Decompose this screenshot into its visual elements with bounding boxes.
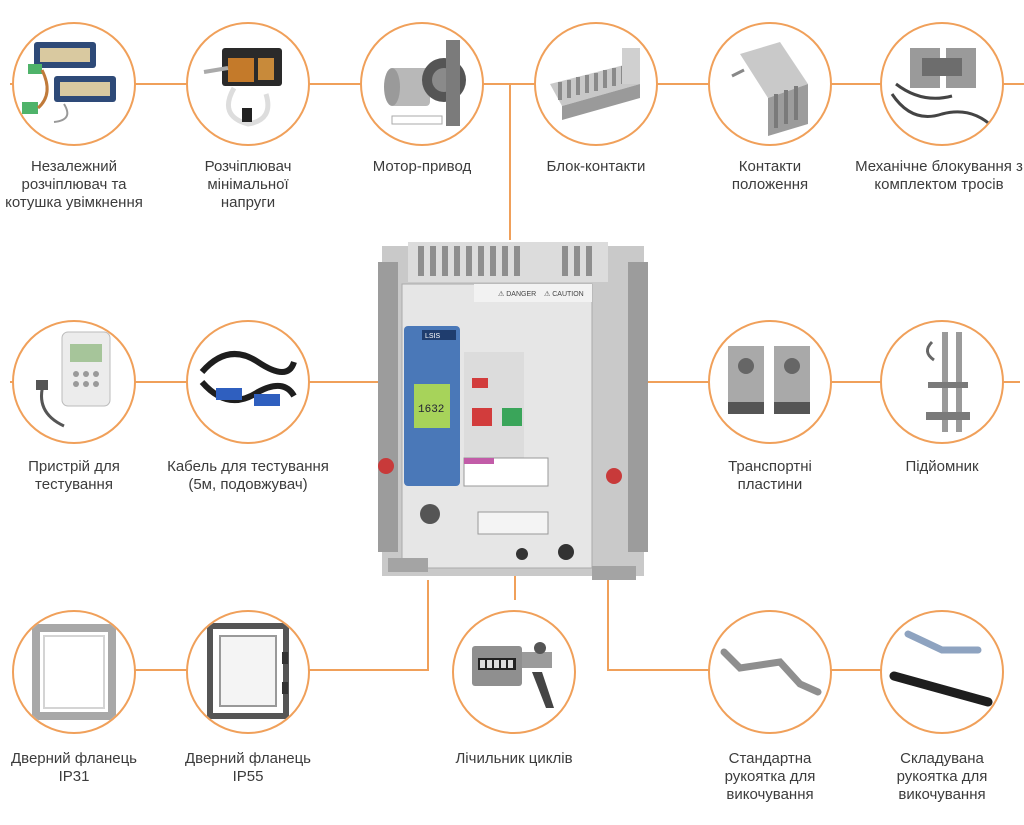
label-test-cable: Кабель для тестування(5м, подовжувач) <box>167 458 329 493</box>
folding-racking-handle-icon <box>889 630 993 707</box>
accessory-shunt-trip <box>12 22 136 146</box>
door-flange-ip31-icon <box>32 624 116 720</box>
accessory-position-contacts <box>708 22 832 146</box>
shunt-trip-and-closing-coil-icon <box>22 42 116 123</box>
transport-plates-icon <box>728 346 810 414</box>
cycle-counter-icon <box>472 642 554 708</box>
brand-label: LSIS <box>425 333 441 340</box>
accessory-motor <box>360 22 484 146</box>
caution-label: ⚠ CAUTION <box>544 290 584 298</box>
accessory-counter <box>452 610 576 734</box>
accessory-test-cable <box>186 320 310 444</box>
accessory-handle-fold <box>880 610 1004 734</box>
auxiliary-contacts-block-icon <box>550 48 640 120</box>
accessory-lifter <box>880 320 1004 444</box>
danger-label: ⚠ DANGER <box>498 290 536 298</box>
accessory-undervoltage <box>186 22 310 146</box>
accessory-aux-contacts <box>534 22 658 146</box>
accessory-handle-std <box>708 610 832 734</box>
test-cable-icon <box>199 351 297 406</box>
standard-racking-handle-icon <box>720 648 822 696</box>
mechanical-interlock-cables-icon <box>890 48 996 130</box>
accessory-mech-interlock <box>880 22 1004 146</box>
label-lifter: Підйомник <box>905 458 979 475</box>
lcd-value: 1632 <box>418 404 444 416</box>
air-circuit-breaker-icon: ⚠ DANGER ⚠ CAUTION LSIS 1632 <box>378 242 648 580</box>
accessory-flange-ip31 <box>12 610 136 734</box>
accessory-tester <box>12 320 136 444</box>
label-motor: Мотор-привод <box>372 158 472 175</box>
undervoltage-release-icon <box>203 48 282 127</box>
accessory-flange-ip55 <box>186 610 310 734</box>
lifting-device-icon <box>926 332 970 432</box>
position-contacts-icon <box>731 42 808 136</box>
motor-operator-icon <box>384 40 466 126</box>
test-device-icon <box>36 331 111 428</box>
accessory-transport-plates <box>708 320 832 444</box>
label-counter: Лічильник циклів <box>455 750 573 767</box>
label-aux-contacts: Блок-контакти <box>546 158 646 175</box>
door-flange-ip55-icon <box>207 623 289 719</box>
